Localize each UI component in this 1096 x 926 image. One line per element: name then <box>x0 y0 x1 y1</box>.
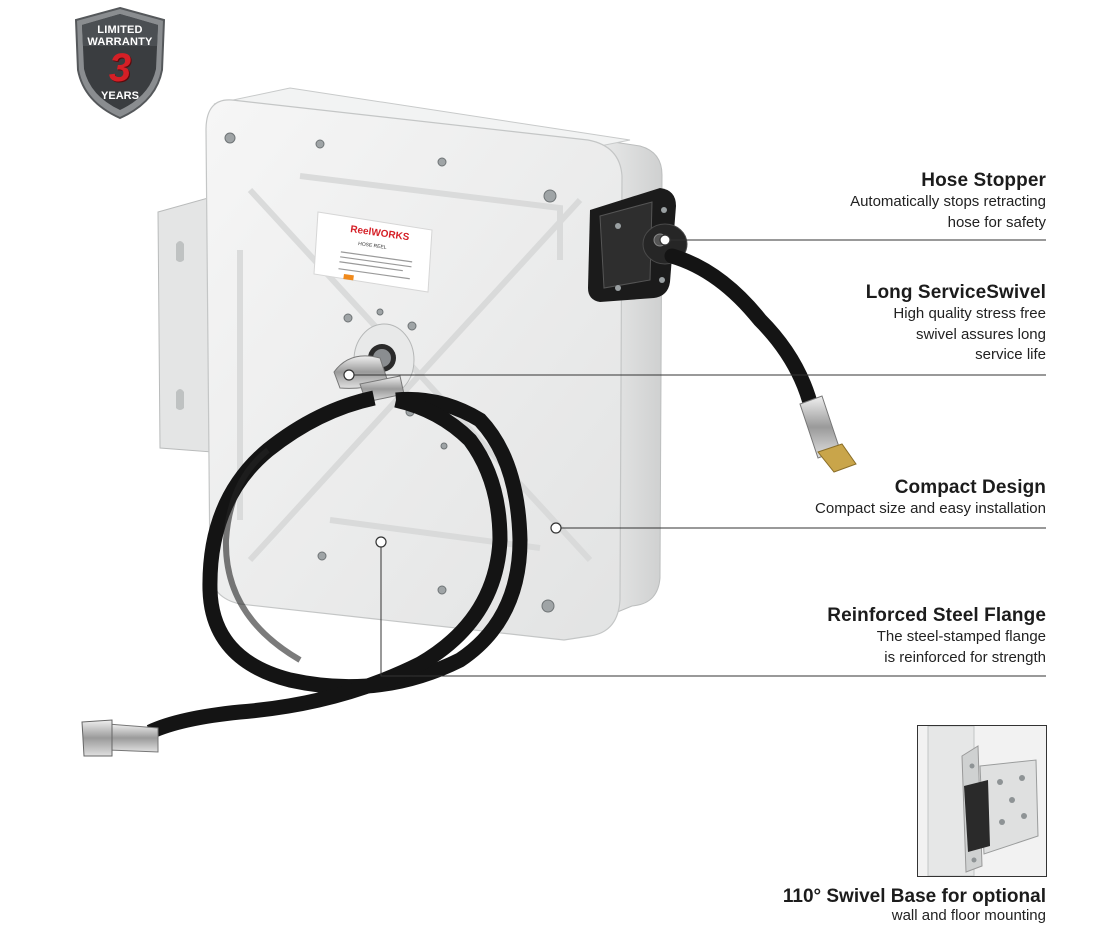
callout-desc: The steel-stamped flange is reinforced f… <box>876 628 1046 666</box>
callout-swivel: Long ServiceSwivel High quality stress f… <box>866 282 1046 366</box>
callout-title: Reinforced Steel Flange <box>827 605 1046 626</box>
product-label: ReelWORKS HOSE REEL <box>313 211 433 293</box>
callout-desc: Compact size and easy installation <box>815 500 1046 517</box>
marker-hose-stopper <box>659 234 671 246</box>
callout-title: Hose Stopper <box>921 170 1046 191</box>
callout-compact-design: Compact Design Compact size and easy ins… <box>815 477 1046 520</box>
callout-title: Compact Design <box>894 477 1046 498</box>
callout-steel-flange: Reinforced Steel Flange The steel-stampe… <box>827 605 1046 668</box>
hose-right <box>664 248 820 418</box>
hose-end-fitting-right <box>799 395 857 473</box>
inset-caption-line2: wall and floor mounting <box>891 907 1046 924</box>
callout-desc: Automatically stops retracting hose for … <box>850 193 1046 231</box>
warranty-badge: LIMITED WARRANTY 3 YEARS <box>72 6 168 120</box>
badge-line2: WARRANTY <box>87 36 153 48</box>
inset-caption: 110° Swivel Base for optional <box>782 886 1046 907</box>
marker-swivel <box>343 369 355 381</box>
marker-compact <box>550 522 562 534</box>
badge-number: 3 <box>108 46 132 90</box>
callout-desc: High quality stress free swivel assures … <box>893 305 1046 363</box>
callout-title: Long ServiceSwivel <box>865 282 1046 303</box>
swivel-base-inset-image <box>917 725 1047 877</box>
badge-years: YEARS <box>101 90 139 102</box>
badge-line1: LIMITED <box>97 24 143 36</box>
hose-end-fitting-left <box>81 719 159 757</box>
callout-hose-stopper: Hose Stopper Automatically stops retract… <box>850 170 1046 233</box>
marker-flange <box>375 536 387 548</box>
product-label-subtitle: HOSE REEL <box>358 241 387 251</box>
leader-flange <box>380 542 1046 677</box>
